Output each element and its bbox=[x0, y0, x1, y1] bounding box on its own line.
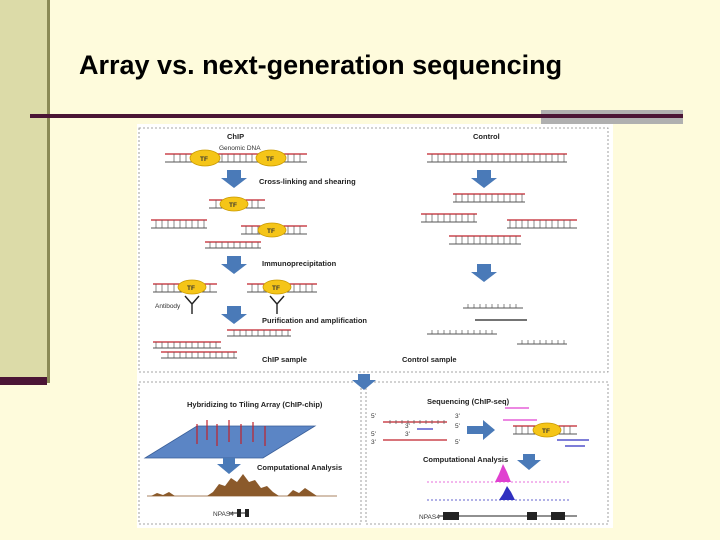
gene-left-label: NPAS4 bbox=[213, 511, 234, 518]
tf-protein-3: TF bbox=[219, 196, 249, 212]
tf-protein-4: TF bbox=[257, 222, 287, 238]
down-arrow-icon bbox=[471, 170, 497, 188]
slide-side-bar bbox=[0, 0, 47, 383]
prime-5-label: 5' bbox=[455, 423, 460, 430]
sheared-fragment bbox=[151, 219, 207, 229]
prime-5-label: 5' bbox=[455, 439, 460, 446]
prime-3-label: 3' bbox=[455, 413, 460, 420]
tf-protein-7: TF bbox=[532, 422, 562, 438]
purified-fragment bbox=[227, 329, 291, 337]
tf-label: TF bbox=[266, 156, 274, 163]
control-purified-fragment bbox=[463, 304, 523, 309]
gene-right-label: NPAS4 bbox=[419, 514, 440, 521]
right-arrow-icon bbox=[467, 420, 495, 440]
control-fragment bbox=[507, 219, 577, 229]
control-fragment bbox=[421, 213, 477, 223]
antibody-label: Antibody bbox=[155, 303, 181, 310]
tf-label: TF bbox=[272, 285, 280, 292]
step-immuno-label: Immunoprecipitation bbox=[262, 259, 337, 268]
sequencing-heading: Sequencing (ChIP-seq) bbox=[427, 397, 510, 406]
chip-chip-peaks bbox=[151, 474, 317, 496]
tf-protein-6: TF bbox=[262, 279, 292, 295]
title-rule bbox=[30, 114, 683, 118]
antibody-icon bbox=[184, 295, 200, 314]
chip-seq-figure: ChIP Genomic DNA TF TF Cross-linking and… bbox=[137, 124, 613, 528]
prime-5-label: 5' bbox=[371, 413, 376, 420]
control-heading: Control bbox=[473, 132, 500, 141]
prime-3-label: 3' bbox=[371, 439, 376, 446]
control-sample-label: Control sample bbox=[402, 355, 457, 364]
tiling-array bbox=[143, 425, 317, 459]
chip-seq-peak-blue bbox=[427, 486, 569, 501]
step-crosslink-label: Cross-linking and shearing bbox=[259, 177, 356, 186]
slide-side-bar-accent bbox=[0, 377, 47, 385]
slide-title: Array vs. next-generation sequencing bbox=[79, 50, 563, 80]
prime-3-label: 3' bbox=[405, 423, 410, 430]
tf-protein-1: TF bbox=[189, 149, 221, 167]
down-arrow-icon bbox=[221, 170, 247, 188]
prime-3-label: 3' bbox=[405, 431, 410, 438]
tf-label: TF bbox=[267, 228, 275, 235]
hybridize-heading: Hybridizing to Tiling Array (ChIP-chip) bbox=[187, 400, 323, 409]
genomic-dna-label: Genomic DNA bbox=[219, 145, 261, 152]
down-arrow-icon bbox=[517, 454, 541, 470]
down-arrow-icon bbox=[352, 374, 376, 390]
tf-protein-2: TF bbox=[255, 149, 287, 167]
tf-label: TF bbox=[200, 156, 208, 163]
top-panel-border bbox=[138, 127, 609, 373]
control-dna-strand bbox=[427, 153, 567, 163]
tf-label: TF bbox=[187, 285, 195, 292]
control-purified-fragment bbox=[517, 340, 567, 345]
bottom-left-panel-border bbox=[138, 381, 362, 525]
seq-reads-left bbox=[383, 420, 447, 441]
slide-side-bar-border bbox=[47, 0, 50, 383]
prime-5-label: 5' bbox=[371, 431, 376, 438]
chip-seq-peak-pink bbox=[427, 464, 569, 483]
tf-label: TF bbox=[542, 428, 550, 435]
comp-analysis-left-label: Computational Analysis bbox=[257, 463, 342, 472]
antibody-icon bbox=[269, 295, 285, 314]
tf-label: TF bbox=[229, 202, 237, 209]
down-arrow-icon bbox=[221, 306, 247, 324]
chip-heading: ChIP bbox=[227, 132, 244, 141]
step-purify-label: Purification and amplification bbox=[262, 316, 367, 325]
gene-track-left bbox=[229, 509, 249, 517]
bottom-right-panel-border bbox=[365, 381, 609, 525]
chip-sample-label: ChIP sample bbox=[262, 355, 307, 364]
tf-protein-5: TF bbox=[177, 279, 207, 295]
down-arrow-icon bbox=[221, 256, 247, 274]
control-fragment bbox=[449, 235, 521, 245]
down-arrow-icon bbox=[217, 458, 241, 474]
array-probes bbox=[196, 420, 266, 446]
sheared-fragment bbox=[205, 241, 261, 249]
gene-track-right bbox=[439, 512, 577, 520]
purified-fragment bbox=[153, 341, 221, 349]
purified-fragment bbox=[161, 351, 237, 359]
control-fragment bbox=[453, 193, 525, 203]
control-purified-fragment bbox=[427, 330, 497, 335]
comp-analysis-right-label: Computational Analysis bbox=[423, 455, 508, 464]
down-arrow-icon bbox=[471, 264, 497, 282]
